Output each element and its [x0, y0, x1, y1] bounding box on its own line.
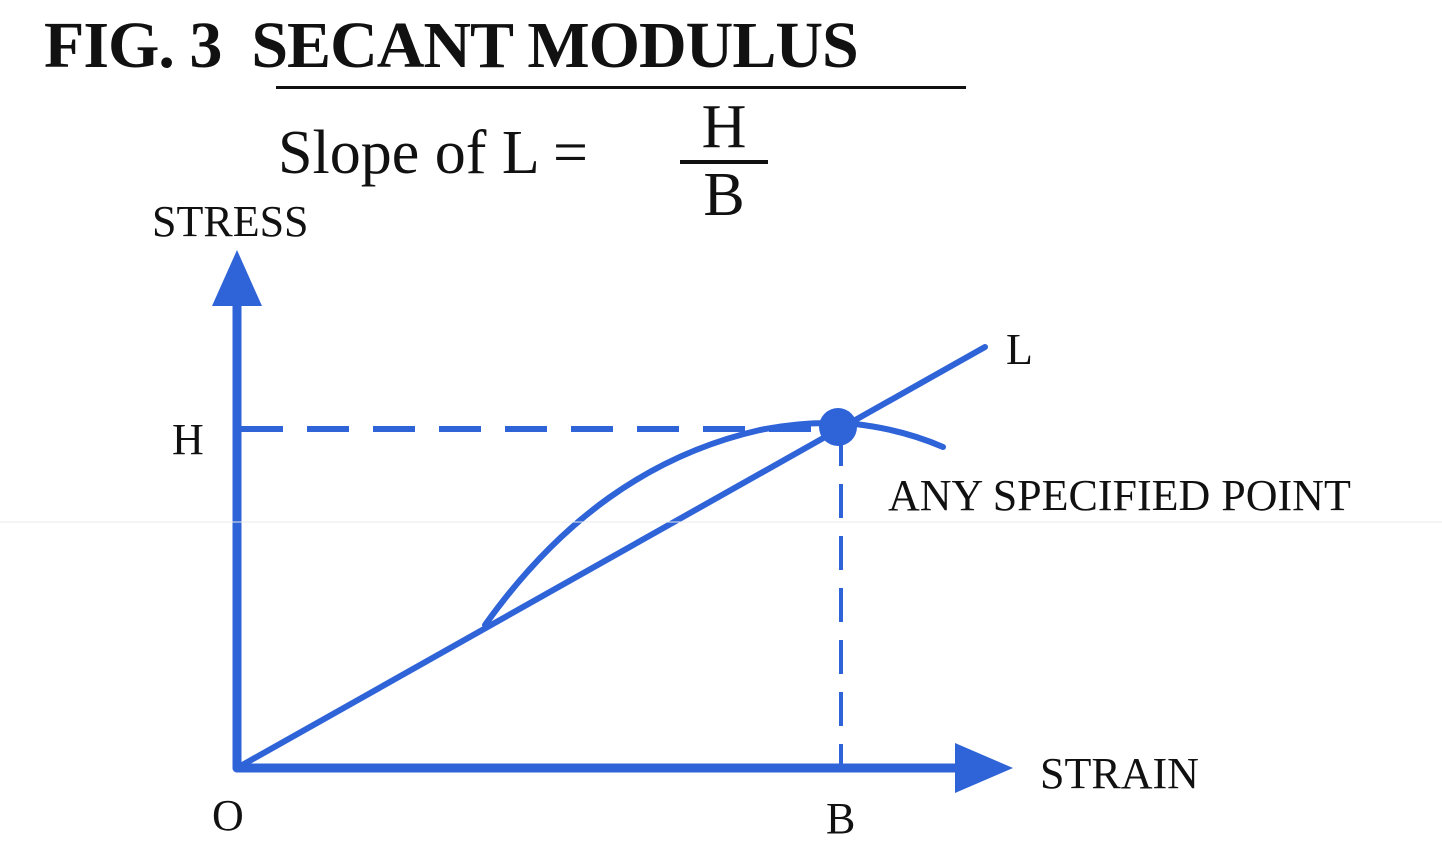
fraction-bar — [680, 160, 768, 164]
stress-strain-curve — [482, 419, 946, 628]
y-axis-label: STRESS — [152, 197, 309, 246]
fraction-numerator: H — [701, 93, 747, 161]
specified-point-marker — [819, 408, 857, 446]
slope-formula-lhs: Slope of L = — [278, 119, 588, 187]
x-axis-arrow-icon — [955, 743, 1013, 793]
slope-fraction: H B — [680, 96, 768, 226]
secant-line-l — [234, 344, 988, 771]
x-axis-label: STRAIN — [1040, 749, 1199, 798]
title-underline — [276, 86, 966, 89]
y-axis-arrow-icon — [212, 250, 262, 306]
figure-name: SECANT MODULUS — [251, 9, 858, 82]
b-tick-label: B — [826, 794, 856, 843]
fraction-denominator: B — [703, 161, 745, 229]
specified-point-label: ANY SPECIFIED POINT — [888, 471, 1351, 520]
origin-label: O — [212, 791, 244, 840]
h-tick-label: H — [172, 415, 204, 464]
figure-number: FIG. 3 — [44, 9, 222, 82]
line-l-label: L — [1006, 325, 1033, 374]
figure-title: FIG. 3 SECANT MODULUS — [44, 8, 859, 84]
